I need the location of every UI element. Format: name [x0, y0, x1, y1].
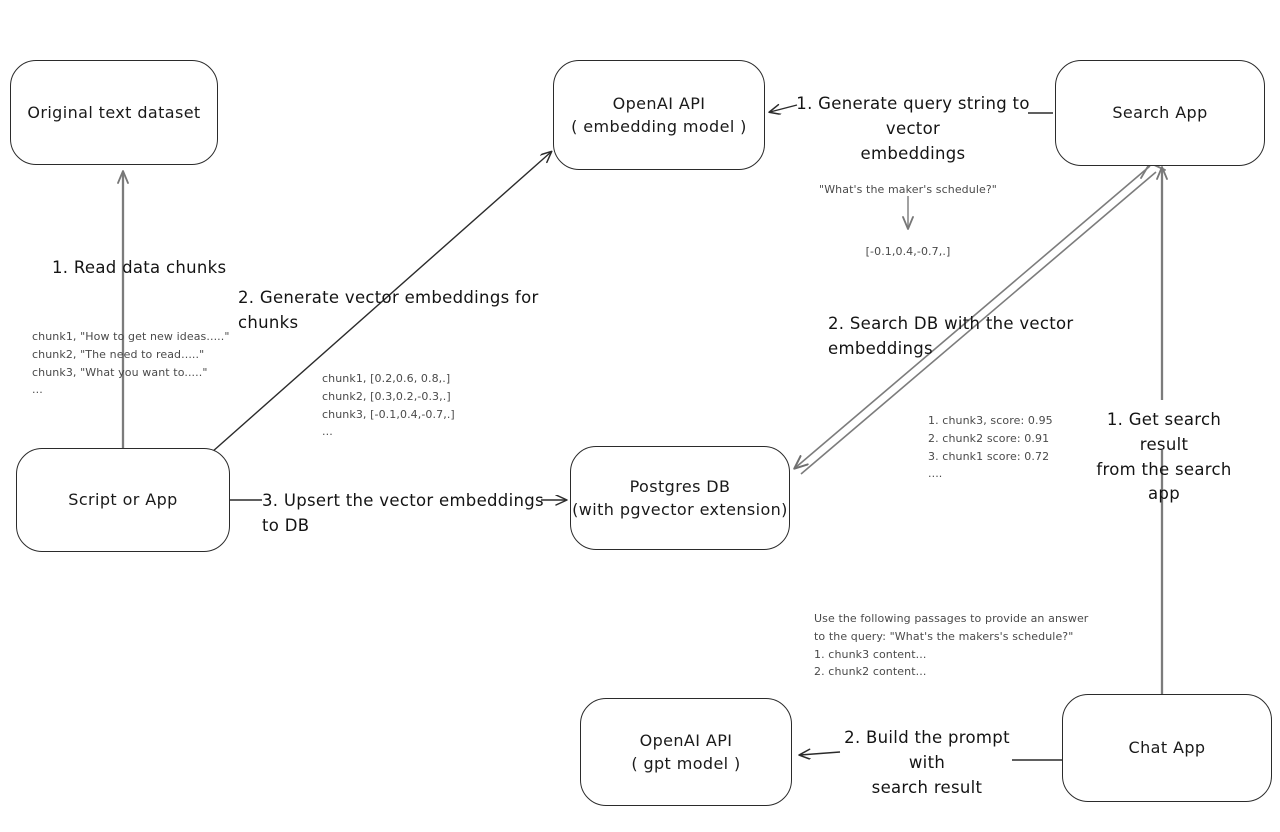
edge-label-generate-query-embeddings: 1. Generate query string to vector embed… [796, 94, 1030, 163]
note-query-vector: [-0.1,0.4,-0.7,.] [865, 245, 951, 258]
edge-label-upsert-to-db: 3. Upsert the vector embeddings to DB [262, 491, 544, 535]
note-prompt-text: Use the following passages to provide an… [814, 612, 1089, 679]
note-search-results: 1. chunk3, score: 0.95 2. chunk2 score: … [928, 414, 1053, 481]
node-script-or-app-label: Script or App [68, 490, 178, 510]
edge-label-search-db: 2. Search DB with the vector embeddings [828, 314, 1074, 358]
node-openai-api-embedding-label: OpenAI API [612, 93, 706, 113]
node-original-text-dataset-label: Original text dataset [27, 102, 201, 122]
node-original-text-dataset[interactable]: Original text dataset [10, 60, 218, 165]
node-postgres-db-label: Postgres DB [629, 476, 731, 496]
node-openai-api-gpt-label: OpenAI API [639, 730, 733, 750]
node-openai-api-embedding-sublabel: ( embedding model ) [571, 117, 747, 136]
node-postgres-db-sublabel: (with pgvector extension) [572, 500, 788, 519]
node-chat-app-label: Chat App [1128, 738, 1206, 758]
note-query-text: "What's the maker's schedule?" [819, 183, 997, 196]
node-openai-api-gpt[interactable]: OpenAI API ( gpt model ) [580, 698, 792, 806]
edge-label-get-search-result: 1. Get search result from the search app [1096, 410, 1232, 504]
node-postgres-db[interactable]: Postgres DB (with pgvector extension) [570, 446, 790, 550]
node-script-or-app[interactable]: Script or App [16, 448, 230, 552]
edge-label-generate-vector-embeddings: 2. Generate vector embeddings for chunks [238, 288, 539, 332]
node-openai-api-gpt-sublabel: ( gpt model ) [631, 754, 741, 773]
node-openai-api-embedding[interactable]: OpenAI API ( embedding model ) [553, 60, 765, 170]
node-search-app-label: Search App [1112, 103, 1208, 123]
edge-label-build-prompt: 2. Build the prompt with search result [844, 728, 1010, 797]
node-search-app[interactable]: Search App [1055, 60, 1265, 166]
edge-label-read-data-chunks: 1. Read data chunks [52, 258, 227, 277]
note-chunk-vectors: chunk1, [0.2,0.6, 0.8,.] chunk2, [0.3,0.… [322, 372, 455, 439]
node-chat-app[interactable]: Chat App [1062, 694, 1272, 802]
note-raw-chunks: chunk1, "How to get new ideas....." chun… [32, 330, 230, 397]
